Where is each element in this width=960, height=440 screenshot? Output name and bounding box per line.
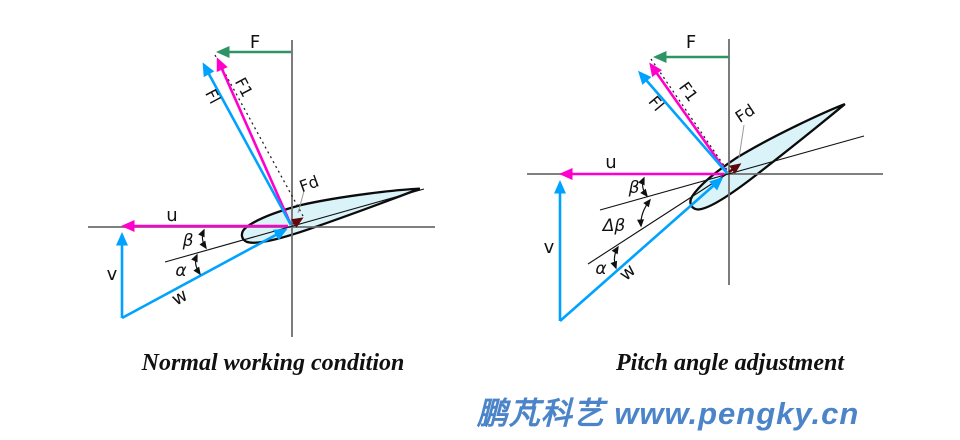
label-Fd-right: Fd: [732, 100, 759, 126]
label-w-right: w: [615, 260, 640, 285]
label-Fl-left: Fl: [201, 86, 224, 107]
vector-F1-left: [216, 57, 293, 226]
delta-beta-arc-right: [637, 198, 651, 228]
label-beta-left: β: [182, 231, 194, 251]
label-Fl-right: Fl: [645, 92, 668, 115]
vector-w-left: [121, 228, 288, 320]
construction-dotted-right: [650, 58, 728, 171]
airfoil-left: [240, 187, 421, 244]
alpha-arc-left: [191, 253, 201, 276]
beta-arc-left: [198, 228, 207, 250]
vector-Fl-right: [638, 70, 728, 174]
caption-pitch-angle-adjustment: Pitch angle adjustment: [615, 350, 845, 376]
caption-normal-working-condition: Normal working condition: [141, 350, 405, 376]
alpha-arc-right: [610, 245, 619, 270]
label-alpha-right: α: [595, 259, 606, 279]
label-F-right: F: [686, 32, 696, 53]
vector-F1-right: [649, 62, 729, 174]
label-v-left: v: [107, 264, 118, 285]
label-v-right: v: [544, 237, 555, 258]
vector-Fl-left: [202, 62, 293, 226]
Fd-leader-right: [738, 124, 745, 159]
label-beta-right: β: [628, 178, 640, 198]
label-w-left: w: [168, 285, 191, 311]
label-delta-beta-right: Δβ: [601, 216, 626, 236]
construction-dotted-left: [214, 54, 304, 217]
label-u-left: u: [166, 205, 177, 226]
label-alpha-left: α: [175, 261, 186, 281]
right-diagram: F F1 Fl Fd u v w β Δβ α: [527, 32, 883, 322]
vector-Fd-right: [728, 163, 742, 174]
label-u-right: u: [605, 152, 616, 173]
watermark-pengky: 鹏芃科艺 www.pengky.cn: [476, 396, 860, 431]
vector-Fd-left: [291, 217, 304, 228]
label-F-left: F: [250, 32, 260, 53]
beta-arc-right: [638, 176, 648, 198]
Fd-leader-left: [297, 190, 305, 214]
label-F1-right: F1: [675, 78, 702, 105]
label-Fd-left: Fd: [297, 172, 322, 196]
left-diagram: F F1 Fl Fd u v w β α: [88, 32, 435, 337]
vector-w-right: [559, 177, 724, 322]
